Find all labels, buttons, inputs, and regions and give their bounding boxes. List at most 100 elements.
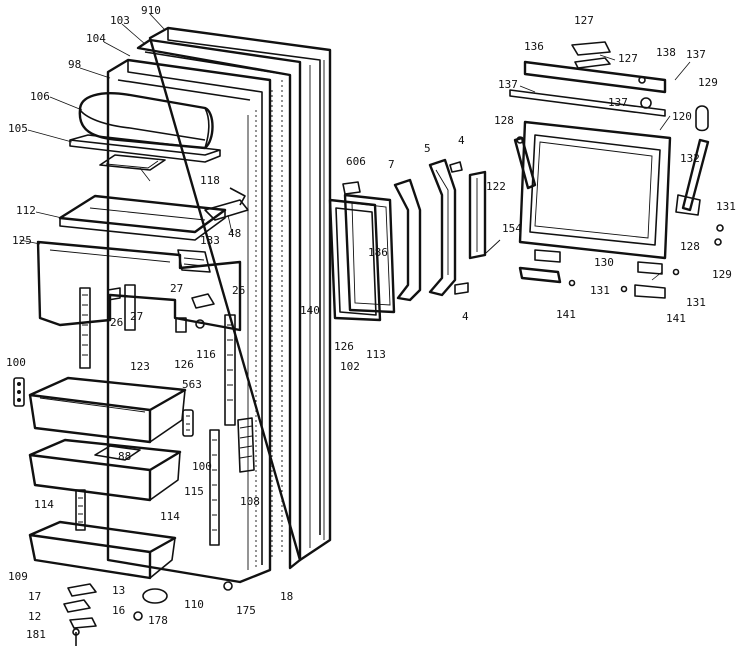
callout-110: 110 (184, 598, 204, 611)
handle-7 (393, 178, 422, 302)
callout-108: 108 (240, 495, 260, 508)
callout-48: 48 (228, 227, 241, 240)
capsule-129 (695, 105, 724, 246)
strip-122 (468, 170, 487, 260)
callout-136: 136 (524, 40, 544, 53)
callout-127b: 127 (618, 52, 638, 65)
callout-115: 115 (184, 485, 204, 498)
callout-26b: 26 (110, 316, 123, 329)
callout-186: 186 (368, 246, 388, 259)
arms-128 (513, 136, 710, 216)
callout-137b: 137 (498, 78, 518, 91)
callout-128a: 128 (494, 114, 514, 127)
callout-102: 102 (340, 360, 360, 373)
callout-175: 175 (236, 604, 256, 617)
callout-131a: 131 (716, 200, 736, 213)
callout-88: 88 (118, 450, 131, 463)
callout-137c: 137 (608, 96, 628, 109)
callout-5: 5 (424, 142, 431, 155)
callout-138: 138 (656, 46, 676, 59)
callout-133: 133 (200, 234, 220, 247)
callout-141a: 141 (556, 308, 576, 321)
shelf-112 (58, 194, 227, 241)
callout-137a: 137 (686, 48, 706, 61)
bin-115 (28, 438, 182, 502)
callout-100a: 100 (6, 356, 26, 369)
callout-129a: 129 (698, 76, 718, 89)
callout-140: 140 (300, 304, 320, 317)
brackets-141 (518, 266, 680, 299)
callout-labels: 910 103 104 98 106 105 118 112 125 48 13… (6, 4, 736, 641)
callout-105: 105 (8, 122, 28, 135)
callout-113: 113 (366, 348, 386, 361)
callout-178: 178 (148, 614, 168, 627)
module-133 (177, 249, 211, 273)
callout-122: 122 (486, 180, 506, 193)
callout-27b: 27 (130, 310, 143, 323)
door-gasket-frame (136, 38, 302, 570)
callout-109: 109 (8, 570, 28, 583)
callout-126a: 126 (174, 358, 194, 371)
dairy-cover (78, 92, 214, 150)
callout-4a: 4 (458, 134, 465, 147)
handle-5 (428, 158, 457, 297)
callout-123: 123 (130, 360, 150, 373)
door-panel-120 (518, 120, 672, 260)
callout-141b: 141 (666, 312, 686, 325)
rails-26-27 (79, 284, 215, 369)
callout-125: 125 (12, 234, 32, 247)
callout-181: 181 (26, 628, 46, 641)
inner-door-liner (106, 58, 272, 584)
clip-100-right (182, 409, 194, 437)
side-rail-116 (175, 314, 236, 426)
callout-606: 606 (346, 155, 366, 168)
callout-4b: 4 (462, 310, 469, 323)
bin-123 (28, 376, 187, 444)
callout-27a: 27 (170, 282, 183, 295)
shelf-105 (69, 134, 221, 163)
callout-118: 118 (200, 174, 220, 187)
clip-100-left (13, 377, 25, 407)
callout-100b: 100 (192, 460, 212, 473)
callout-98: 98 (68, 58, 81, 71)
callout-17: 17 (28, 590, 41, 603)
callout-106: 106 (30, 90, 50, 103)
hinge-parts-bottom (63, 581, 233, 646)
callout-114a: 114 (34, 498, 54, 511)
callout-130: 130 (594, 256, 614, 269)
callout-129b: 129 (712, 268, 732, 281)
callout-563: 563 (182, 378, 202, 391)
callout-112: 112 (16, 204, 36, 217)
callout-13: 13 (112, 584, 125, 597)
callout-126b: 126 (334, 340, 354, 353)
callout-18: 18 (280, 590, 293, 603)
panel-125 (36, 240, 242, 332)
callout-131b: 131 (590, 284, 610, 297)
callout-16: 16 (112, 604, 125, 617)
callout-114b: 114 (160, 510, 180, 523)
callout-910: 910 (141, 4, 161, 17)
callout-12: 12 (28, 610, 41, 623)
tray-118 (99, 154, 166, 171)
leader-lines (19, 13, 691, 281)
callout-154: 154 (502, 222, 522, 235)
callout-127a: 127 (574, 14, 594, 27)
bracket-48 (204, 187, 249, 221)
callout-26a: 26 (232, 284, 245, 297)
callout-128b: 128 (680, 240, 700, 253)
callout-104: 104 (86, 32, 106, 45)
callout-7: 7 (388, 158, 395, 171)
callout-120: 120 (672, 110, 692, 123)
callout-116: 116 (196, 348, 216, 361)
bin-109 (28, 520, 177, 580)
callout-132: 132 (680, 152, 700, 165)
clips-4 (449, 161, 501, 295)
inner-door-frame-middle (328, 181, 396, 322)
bumper-108 (237, 417, 255, 473)
callout-131c: 131 (686, 296, 706, 309)
rails-114 (75, 429, 220, 546)
hinge-130 (534, 249, 663, 275)
callout-103: 103 (110, 14, 130, 27)
top-bar-136 (509, 41, 667, 117)
